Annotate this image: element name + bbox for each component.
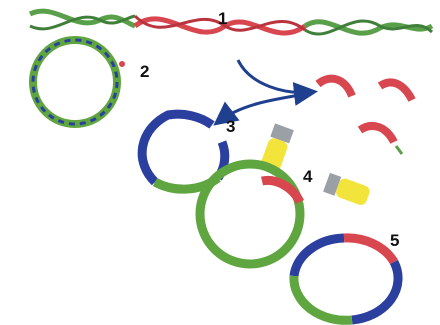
cut-plasmid-ring-blue xyxy=(142,114,212,182)
recombinant-insert xyxy=(344,238,394,262)
dna-strand-right xyxy=(305,22,432,33)
fragment-end xyxy=(396,146,402,154)
arrow-to-fragments xyxy=(238,60,312,93)
plasmid-ring xyxy=(200,164,300,264)
step-label-4: 4 xyxy=(303,168,312,185)
dna-fragment xyxy=(318,79,352,96)
recombinant-ring-blue-2 xyxy=(352,262,398,320)
recombinant-ring-green xyxy=(294,276,352,320)
dna-double-helix-icon xyxy=(30,11,432,34)
step-label-5: 5 xyxy=(390,232,399,249)
step-label-1: 1 xyxy=(218,10,227,27)
plasmid-marker xyxy=(119,61,125,67)
step-label-2: 2 xyxy=(140,63,149,80)
dna-fragment xyxy=(360,126,394,142)
dna-ligase-tube-icon xyxy=(323,173,371,207)
recombinant-plasmid-icon xyxy=(294,238,398,320)
recombinant-ring-blue xyxy=(294,238,344,276)
dna-fragment xyxy=(380,82,412,100)
step-label-3: 3 xyxy=(226,118,235,135)
plasmid-with-insert-icon xyxy=(200,164,300,264)
plasmid-icon xyxy=(33,40,125,124)
dna-fragments xyxy=(318,79,412,154)
plasmid-ring xyxy=(33,40,117,124)
